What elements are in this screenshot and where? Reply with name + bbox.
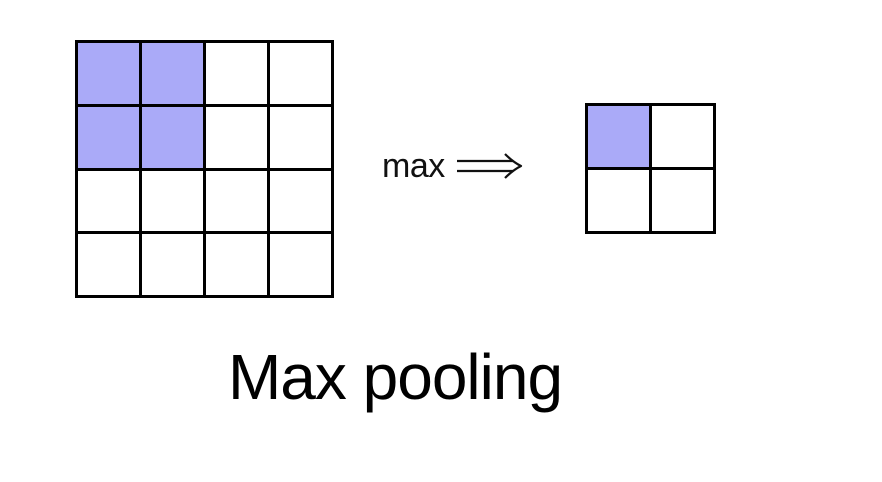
input-highlighted-cell — [78, 106, 139, 168]
input-cell — [270, 234, 331, 295]
output-cell — [652, 106, 713, 167]
input-cell — [270, 170, 331, 232]
input-cell — [78, 234, 139, 295]
output-cell — [652, 170, 713, 231]
operation-label: max — [382, 147, 445, 185]
max-operation: max — [382, 146, 523, 186]
output-feature-map — [585, 103, 716, 234]
input-feature-map — [75, 40, 334, 298]
input-cell — [142, 170, 203, 232]
input-cell — [206, 170, 267, 232]
input-cell — [270, 106, 331, 168]
input-highlighted-cell — [142, 43, 203, 104]
caption: Max pooling — [227, 341, 563, 413]
output-cell — [588, 170, 649, 231]
input-cell — [206, 106, 267, 168]
input-cell — [206, 234, 267, 295]
output-highlighted-cell — [588, 106, 649, 167]
input-cell — [78, 170, 139, 232]
double-right-arrow-icon — [456, 153, 522, 179]
input-cell — [206, 43, 267, 104]
input-highlighted-cell — [142, 106, 203, 168]
input-cell — [270, 43, 331, 104]
input-cell — [142, 234, 203, 295]
input-highlighted-cell — [78, 43, 139, 104]
